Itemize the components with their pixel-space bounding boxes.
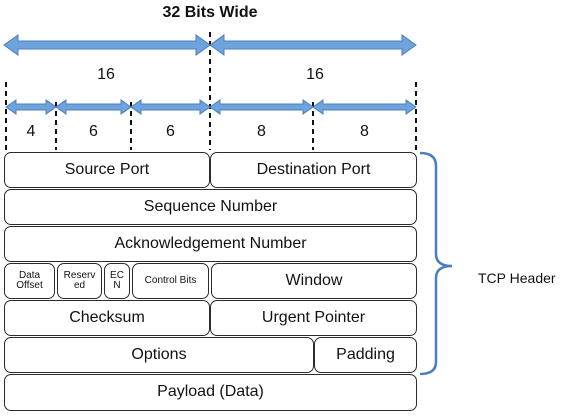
tcp-header-label: TCP Header (478, 270, 556, 286)
window-field: Window (211, 263, 417, 299)
arrow-seg-6a (55, 99, 132, 115)
arrows-32bit (3, 34, 417, 56)
boundary-guides (5, 32, 417, 150)
checksum-field: Checksum (4, 300, 210, 336)
source-port-field: Source Port (4, 152, 210, 188)
segment-label-6a: 6 (89, 123, 98, 140)
sequence-number-field: Sequence Number (4, 189, 417, 225)
tcp-header-brace (419, 151, 453, 376)
arrow-seg-8a (209, 99, 314, 115)
arrow-left-half (3, 34, 211, 56)
options-field: Options (4, 337, 314, 373)
urgent-pointer-field: Urgent Pointer (210, 300, 417, 336)
left-half-bit-count: 16 (97, 66, 115, 83)
reserved-field: Reserv ed (57, 263, 102, 299)
control-bits-field: Control Bits (132, 263, 209, 299)
segment-label-4: 4 (26, 123, 36, 140)
payload-field: Payload (Data) (4, 374, 417, 411)
arrow-seg-8b (312, 99, 417, 115)
right-half-bit-count: 16 (306, 66, 324, 83)
diagram-title: 32 Bits Wide (162, 4, 258, 21)
arrow-right-half (209, 34, 417, 56)
arrows-segments (5, 99, 417, 115)
segment-label-6b: 6 (166, 123, 175, 140)
arrow-seg-4 (5, 99, 57, 115)
destination-port-field: Destination Port (210, 152, 417, 188)
data-offset-field: Data Offset (4, 263, 55, 299)
acknowledgement-number-field: Acknowledgement Number (4, 226, 417, 262)
arrow-seg-6b (130, 99, 211, 115)
segment-label-8a: 8 (257, 123, 266, 140)
padding-field: Padding (314, 337, 417, 373)
ecn-field: EC N (104, 263, 130, 299)
segment-label-8b: 8 (360, 123, 369, 140)
